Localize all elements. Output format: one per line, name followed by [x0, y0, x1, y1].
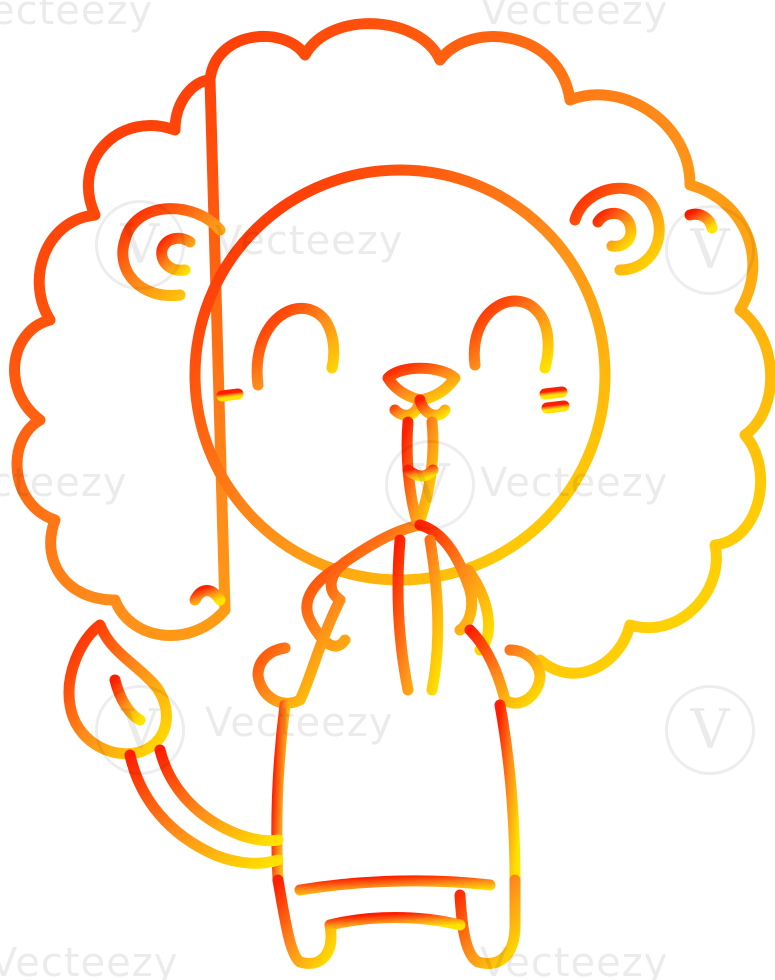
legs-inner [324, 912, 466, 931]
right-eye [468, 295, 554, 374]
left-leg [272, 874, 337, 969]
body-left-side [271, 699, 291, 886]
left-eye [251, 303, 340, 391]
right-arm [464, 624, 546, 709]
tail-line [124, 749, 284, 869]
mane-accent-left [189, 585, 226, 606]
mouth-right [414, 394, 451, 421]
tail-tuft-inner [109, 674, 146, 726]
right-ear-inner [592, 207, 637, 252]
left-ear-inner [156, 232, 196, 276]
left-hand [301, 519, 426, 652]
nose [382, 362, 461, 406]
left-ear-outer [117, 203, 226, 302]
tail-tuft [63, 619, 172, 760]
right-cheek-mark-1 [539, 386, 568, 400]
tongue-line [402, 464, 439, 482]
left-cheek-mark-1 [216, 388, 244, 402]
left-arm [252, 594, 346, 709]
hands-center [392, 534, 444, 696]
mane-accent-right [684, 208, 718, 234]
body-right-side [494, 699, 521, 886]
right-ear-outer [569, 182, 665, 276]
right-cheek-mark-2 [541, 400, 570, 414]
mane-outline [9, 18, 775, 679]
right-leg [454, 874, 521, 969]
body-belt-line [294, 875, 496, 896]
tail-line-inner [154, 744, 284, 847]
